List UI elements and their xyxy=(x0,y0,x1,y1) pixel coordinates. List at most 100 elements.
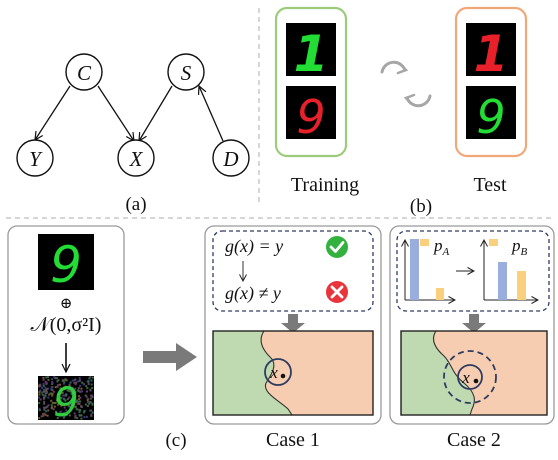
case-2-point-dot xyxy=(473,378,479,384)
noise-pixel xyxy=(42,388,45,391)
noise-pixel xyxy=(40,415,43,418)
noise-pixel xyxy=(74,406,77,409)
node-c xyxy=(65,53,103,91)
noise-pixel xyxy=(43,406,46,409)
noise-pixel xyxy=(48,393,51,396)
case-1-point-dot xyxy=(280,373,286,379)
noise-pixel xyxy=(75,381,78,384)
noise-pixel xyxy=(79,409,82,412)
noise-pixel xyxy=(52,408,55,411)
case-2-map-border xyxy=(400,330,548,416)
noise-pixel xyxy=(46,405,49,408)
noise-pixel xyxy=(76,399,78,402)
cross-icon xyxy=(326,281,348,303)
dist-b-symbol: p xyxy=(511,236,521,255)
noise-pixel xyxy=(86,399,89,402)
noise-pixel xyxy=(60,396,63,399)
case-2: pA pB x Case 2 xyxy=(389,225,555,451)
eq-correct: g(x) = y xyxy=(225,236,283,257)
noise-pixel xyxy=(68,414,71,417)
noise-pixel xyxy=(76,417,79,420)
case-2-decision-map xyxy=(401,331,547,415)
edge-c-y xyxy=(35,85,71,140)
noise-pixel xyxy=(47,404,50,407)
noise-pixel xyxy=(89,394,92,397)
case-1-down-arrowhead xyxy=(281,323,305,333)
noise-pixel xyxy=(44,386,47,389)
noise-pixel xyxy=(45,410,48,413)
noise-pixel xyxy=(81,381,84,384)
noise-pixel xyxy=(39,384,42,387)
noise-pixel xyxy=(69,390,72,393)
noise-pixel xyxy=(86,405,89,407)
noise-pixel xyxy=(45,376,48,379)
hist-a-bar-blue-tall xyxy=(410,239,419,300)
noise-pixel xyxy=(77,400,80,403)
noise-pixel xyxy=(91,411,94,414)
train-digit-9: 9 xyxy=(296,90,325,144)
noise-pixel xyxy=(59,410,62,413)
noise-pixel xyxy=(75,401,78,403)
noise-pixel xyxy=(81,390,83,393)
noise-pixel xyxy=(66,398,69,401)
big-right-arrow-icon xyxy=(143,343,197,371)
noise-pixel xyxy=(51,394,54,397)
hist-b-bar-blue xyxy=(498,262,507,300)
case-2-point-circle xyxy=(457,364,483,390)
noise-pixel xyxy=(83,409,86,412)
noise-pixel xyxy=(63,398,66,401)
noise-pixel xyxy=(90,413,93,416)
case-1-point-circle xyxy=(264,358,292,386)
noise-pixel xyxy=(47,387,49,390)
noise-pixel xyxy=(51,392,54,395)
noise-pixel xyxy=(78,380,81,382)
noise-pixel xyxy=(63,386,66,389)
noise-pixel xyxy=(41,393,44,396)
noise-pixel xyxy=(47,409,50,412)
noise-pixel xyxy=(91,387,94,390)
noise-pixel xyxy=(39,389,42,392)
case-2-outer-dashed-circle xyxy=(443,350,497,404)
noise-pixel xyxy=(78,411,81,414)
node-x xyxy=(117,139,155,177)
noise-pixel xyxy=(53,405,56,408)
noisy-digit: 9 xyxy=(53,380,78,426)
noise-pixel xyxy=(71,386,74,389)
noise-pixel xyxy=(76,408,79,411)
noise-pixel xyxy=(72,391,74,394)
noise-pixel xyxy=(71,398,74,401)
noise-pixel xyxy=(60,404,63,407)
noise-pixel xyxy=(80,414,83,417)
noise-pixel xyxy=(50,388,53,391)
noise-pixel xyxy=(77,387,80,390)
noise-pixel xyxy=(73,397,76,400)
noise-pixel xyxy=(62,412,65,415)
noise-pixel xyxy=(67,404,70,407)
noise-pixel xyxy=(56,380,59,383)
noise-pixel xyxy=(42,382,45,385)
noise-pixel xyxy=(47,376,49,379)
noise-formula: 𝒩(0,σ²I) xyxy=(31,314,102,336)
noise-pixel xyxy=(68,405,71,408)
hist-b-bar-orange xyxy=(517,271,526,300)
node-y xyxy=(16,139,54,177)
noise-pixel xyxy=(88,377,91,380)
noise-pixel xyxy=(47,379,50,381)
hist-b-bars xyxy=(489,239,526,300)
test-digit-1: 1 xyxy=(474,25,509,83)
noise-pixel xyxy=(90,383,93,386)
noise-pixel xyxy=(65,393,68,396)
caption-c: (c) xyxy=(165,430,186,451)
noise-pixel xyxy=(79,400,81,403)
noise-pixel xyxy=(84,403,87,406)
caption-a: (a) xyxy=(125,194,146,215)
noise-pixel xyxy=(38,396,40,399)
case-2-label: Case 2 xyxy=(447,429,501,451)
noise-pixel xyxy=(59,387,62,390)
noise-pixel xyxy=(57,403,60,406)
noise-pixel xyxy=(60,413,63,416)
noise-pixel xyxy=(38,409,41,412)
edge-s-x xyxy=(139,85,173,141)
noise-pixel xyxy=(60,392,63,395)
